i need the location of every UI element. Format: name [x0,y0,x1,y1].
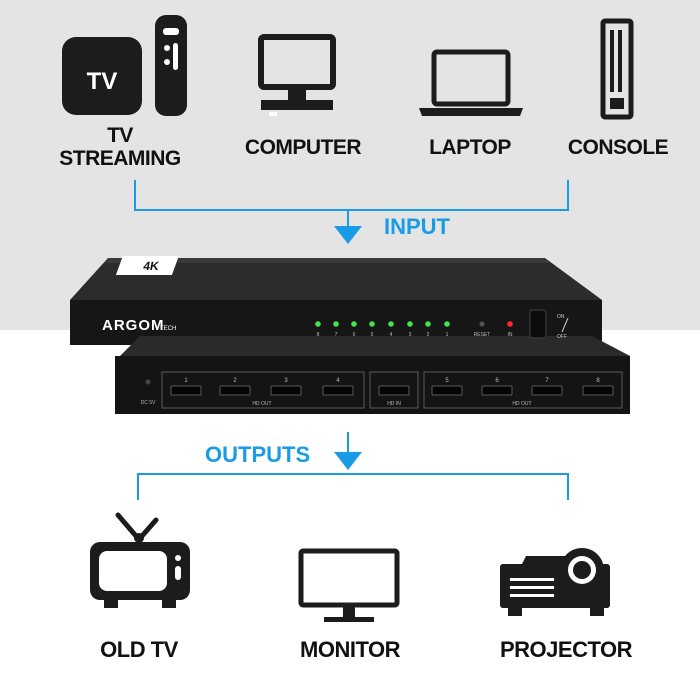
led-number: 6 [353,332,356,338]
game-console-icon [600,18,634,120]
laptop-icon [419,49,523,116]
led-number: 8 [317,332,320,338]
in-indicator-led [507,321,513,327]
input-flow-label: INPUT [384,214,450,239]
led-7 [333,321,339,327]
output-bracket [137,432,569,500]
hdmi-splitter-device: 4K ARGOM TECH 8 7 6 5 4 3 2 1 RESET IN O… [70,256,630,414]
brand-sub: TECH [160,326,176,332]
led-5 [369,321,375,327]
tv-box-text: TV [87,68,118,95]
led-number: 7 [335,332,338,338]
led-number: 3 [409,332,412,338]
reset-label: RESET [474,332,491,338]
led-number: 4 [390,332,393,338]
dc-label: DC 5V [141,400,156,406]
port-number: 1 [184,378,188,384]
led-1 [444,321,450,327]
output-label-projector: PROJECTOR [499,637,633,662]
port-number: 5 [445,378,449,384]
output-label-old-tv: OLD TV [100,637,178,662]
badge-4k-text: 4K [142,259,160,273]
input-label-tv-streaming: TV STREAMING [59,124,181,170]
led-row [315,321,450,327]
hdmi-out-port [431,385,614,396]
old-tv-icon [90,512,190,608]
port-number: 2 [233,378,237,384]
output-label-monitor: MONITOR [300,637,400,662]
input-label-console: CONSOLE [567,136,669,159]
led-number: 5 [371,332,374,338]
hd-in-label: HD IN [387,401,401,407]
input-label-computer: COMPUTER [244,136,362,159]
switch-off-label: OFF [557,334,567,340]
in-label: IN [508,332,513,338]
hdmi-out-port [170,385,354,396]
led-3 [407,321,413,327]
led-2 [425,321,431,327]
led-4 [388,321,394,327]
port-number: 8 [596,378,600,384]
output-flow-label: OUTPUTS [205,442,311,467]
badge-4k [115,256,179,275]
hdmi-in-port [378,385,410,396]
monitor-icon [298,548,400,622]
led-6 [351,321,357,327]
port-number: 3 [284,378,288,384]
tv-streaming-icon: TV [62,15,187,116]
input-label-laptop: LAPTOP [429,136,511,159]
hd-out-label-right: HD OUT [512,401,531,407]
power-switch [529,309,547,339]
port-number: 4 [336,378,340,384]
reset-button [479,321,485,327]
led-number: 2 [427,332,430,338]
projector-icon [500,548,610,616]
desktop-computer-icon [258,34,336,116]
port-number: 7 [545,378,549,384]
hd-out-label-left: HD OUT [252,401,271,407]
port-number: 6 [495,378,499,384]
led-8 [315,321,321,327]
switch-on-label: ON [557,314,565,320]
led-number: 1 [446,332,449,338]
input-bracket [134,180,569,244]
brand-logo: ARGOM [102,317,165,334]
